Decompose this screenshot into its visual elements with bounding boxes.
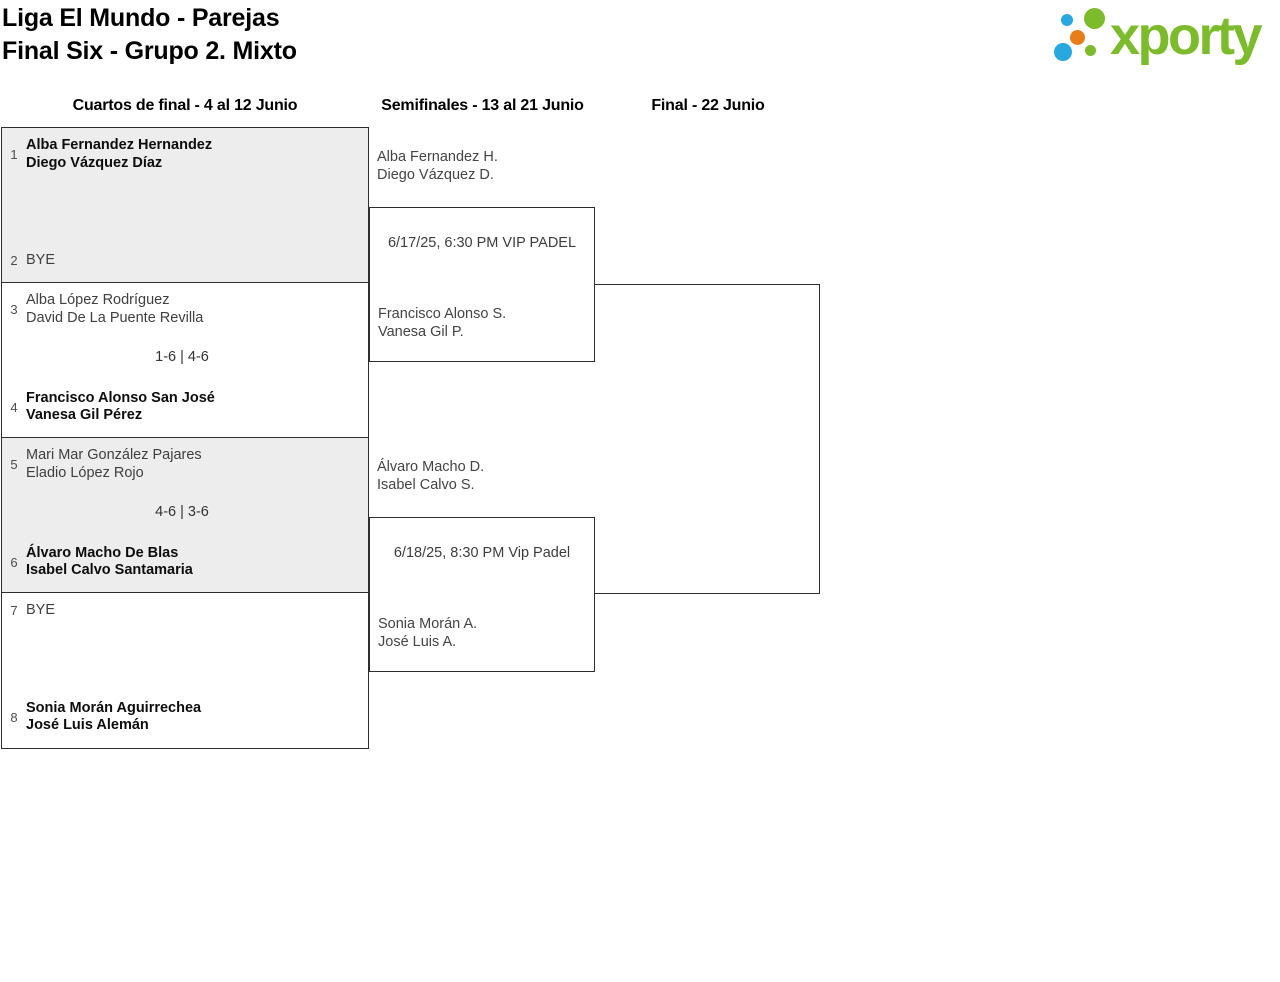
player-name: Alba López Rodríguez [26,292,170,308]
seed-number: 4 [10,399,18,415]
round-header-semifinals: Semifinales - 13 al 21 Junio [381,97,584,114]
player-name: Álvaro Macho D. [377,459,485,475]
team-players: Alba Fernandez Hernandez Diego Vázquez D… [26,137,212,172]
player-name: Isabel Calvo Santamaria [26,562,193,578]
round-header-final: Final - 22 Junio [651,97,765,114]
seed-number: 8 [10,709,18,725]
player-name: Vanesa Gil Pérez [26,407,143,423]
logo-dot-icon [1054,43,1072,61]
team-entry[interactable]: 6 Álvaro Macho De Blas Isabel Calvo Sant… [2,545,362,580]
team-players: Alba López Rodríguez David De La Puente … [26,292,203,327]
match-score [2,203,362,221]
player-name: Isabel Calvo S. [377,477,475,493]
qf-match-3: 5 Mari Mar González Pajares Eladio López… [1,437,369,594]
player-name: Sonia Morán A. [378,616,478,632]
player-name: Francisco Alonso San José [26,389,215,406]
player-name: José Luis A. [378,634,457,650]
team-entry[interactable]: 1 Alba Fernandez Hernandez Diego Vázquez… [2,137,362,172]
player-name: Alba Fernandez Hernandez [26,137,213,153]
team-players: Mari Mar González Pajares Eladio López R… [26,447,202,482]
player-name: Mari Mar González Pajares [26,447,202,463]
team-entry[interactable]: 5 Mari Mar González Pajares Eladio López… [2,447,362,482]
sf1-top-team[interactable]: Alba Fernandez H. Diego Vázquez D. [377,148,592,184]
team-entry[interactable]: 8 Sonia Morán Aguirrechea José Luis Alem… [2,700,362,735]
player-name: Sonia Morán Aguirrechea [26,699,202,716]
qf-match-2: 3 Alba López Rodríguez David De La Puent… [1,282,369,439]
player-name: BYE [26,602,56,618]
team-players: Francisco Alonso San José Vanesa Gil Pér… [26,390,215,425]
logo-dot-icon [1084,8,1105,29]
page-title: Liga El Mundo - Parejas Final Six - Grup… [2,2,297,68]
team-players: BYE [26,602,55,620]
match-score: 4-6 | 3-6 [155,504,209,521]
qf-match-1: 1 Alba Fernandez Hernandez Diego Vázquez… [1,127,369,284]
final-match-bracket [595,284,820,594]
logo-wordmark: xporty [1110,6,1263,66]
player-name: Álvaro Macho De Blas [26,544,179,561]
sf2-match-info: 6/18/25, 8:30 PM Vip Padel [393,545,571,561]
player-name: José Luis Alemán [26,717,149,733]
player-name: David De La Puente Revilla [26,309,204,326]
team-players: BYE [26,252,55,270]
player-name: Alba Fernandez H. [377,149,498,165]
sf2-top-team[interactable]: Álvaro Macho D. Isabel Calvo S. [377,458,592,494]
logo-dot-icon [1061,14,1073,26]
qf-match-4: 7 BYE 8 Sonia Morán Aguirrechea José Lui… [1,592,369,749]
sf1-match-box: 6/17/25, 6:30 PM VIP PADEL Francisco Alo… [369,207,595,362]
player-name: BYE [26,252,56,268]
player-name: Diego Vázquez Díaz [26,154,163,171]
quarterfinals-column: 1 Alba Fernandez Hernandez Diego Vázquez… [1,127,369,749]
group-name: Final Six - Grupo 2. Mixto [2,37,297,65]
player-name: Francisco Alonso S. [378,306,507,322]
sf2-match-box: 6/18/25, 8:30 PM Vip Padel Sonia Morán A… [369,517,595,672]
seed-number: 2 [10,253,18,269]
seed-number: 1 [10,147,18,162]
player-name: Diego Vázquez D. [377,167,494,183]
sf2-bottom-team[interactable]: Sonia Morán A. José Luis A. [370,615,594,651]
player-name: Vanesa Gil P. [378,324,464,340]
player-name: Eladio López Rojo [26,464,144,481]
sf1-match-info: 6/17/25, 6:30 PM VIP PADEL [387,235,577,251]
match-score [2,651,362,669]
seed-number: 6 [10,554,18,570]
team-entry[interactable]: 7 BYE [2,602,362,620]
logo-dot-icon [1070,30,1085,45]
match-score: 1-6 | 4-6 [155,349,209,366]
sf1-bottom-team[interactable]: Francisco Alonso S. Vanesa Gil P. [370,305,594,341]
team-players: Álvaro Macho De Blas Isabel Calvo Santam… [26,545,193,580]
round-header-quarterfinals: Cuartos de final - 4 al 12 Junio [72,97,298,114]
team-players: Sonia Morán Aguirrechea José Luis Alemán [26,700,201,735]
seed-number: 7 [10,603,18,619]
tournament-name: Liga El Mundo - Parejas [2,4,280,32]
team-entry[interactable]: 3 Alba López Rodríguez David De La Puent… [2,292,362,327]
xporty-logo[interactable]: xporty [1050,4,1278,76]
team-entry[interactable]: 2 BYE [2,252,362,270]
seed-number: 5 [10,457,18,472]
team-entry[interactable]: 4 Francisco Alonso San José Vanesa Gil P… [2,390,362,425]
logo-dot-icon [1085,45,1096,56]
seed-number: 3 [10,302,18,317]
